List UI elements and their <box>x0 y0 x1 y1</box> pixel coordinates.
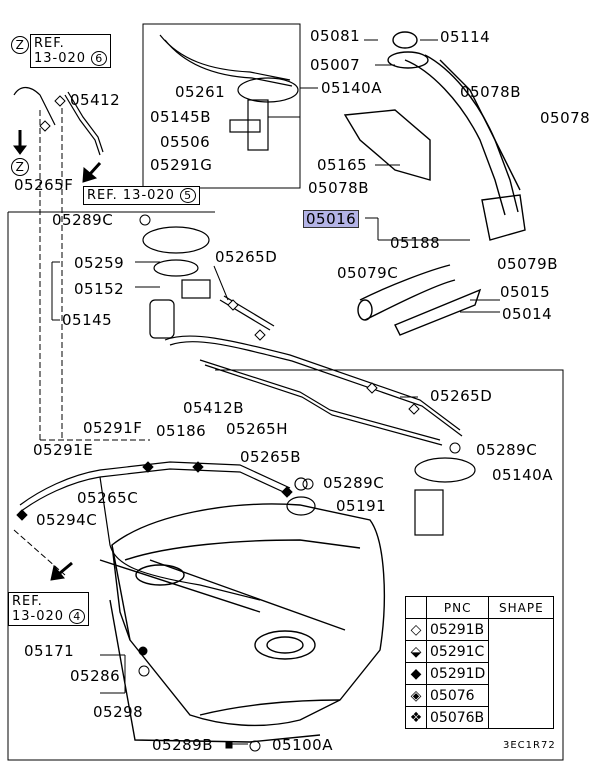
ref-box-mid: REF. 13-020 5 <box>83 186 201 205</box>
part-label-05412B: 05412B <box>183 399 245 417</box>
part-label-05294C: 05294C <box>36 511 98 529</box>
ref-mid-num: 5 <box>180 188 197 203</box>
part-label-05079B: 05079B <box>497 255 559 273</box>
legend-pnc: 05291C <box>425 640 490 663</box>
legend-pnc: 05291B <box>425 618 490 641</box>
part-label-05289C-1: 05289C <box>52 211 114 229</box>
part-label-05286: 05286 <box>70 667 121 685</box>
part-label-05259: 05259 <box>74 254 125 272</box>
part-label-05291E: 05291E <box>33 441 94 459</box>
diagram-code: 3EC1R72 <box>503 740 556 751</box>
part-label-05016-highlighted[interactable]: 05016 <box>303 210 360 228</box>
part-label-05265B: 05265B <box>240 448 302 466</box>
part-label-05289C-3: 05289C <box>323 474 385 492</box>
part-label-05298: 05298 <box>93 703 144 721</box>
part-label-05289C-2: 05289C <box>476 441 538 459</box>
ref-top-left-line2: 13-020 <box>34 51 87 66</box>
part-label-05186: 05186 <box>156 422 207 440</box>
part-label-05152: 05152 <box>74 280 125 298</box>
part-label-05291G: 05291G <box>150 156 213 174</box>
part-label-05078B-mid: 05078B <box>308 179 370 197</box>
legend-pnc: 05076B <box>425 706 490 729</box>
legend-symbol: ❖ <box>405 706 427 729</box>
ref-mid-text: REF. 13-020 <box>87 188 175 203</box>
ref-top-left-num: 6 <box>91 51 108 66</box>
part-label-05145B: 05145B <box>150 108 212 126</box>
part-label-05265D-2: 05265D <box>430 387 493 405</box>
legend-symbol: ◈ <box>405 684 427 707</box>
part-label-05265F: 05265F <box>14 176 74 194</box>
legend-header-shape: SHAPE <box>488 596 555 619</box>
legend-symbol: ◆ <box>405 662 427 685</box>
ref-bottom-left-line1: REF. <box>12 594 43 609</box>
part-label-05145: 05145 <box>62 311 113 329</box>
part-label-05007: 05007 <box>310 56 361 74</box>
ref-bottom-left-line2: 13-020 <box>12 609 65 624</box>
part-label-05140A-top: 05140A <box>321 79 382 97</box>
legend-header-symbol <box>405 596 427 619</box>
part-label-05265D-1: 05265D <box>215 248 278 266</box>
part-label-05261: 05261 <box>175 83 226 101</box>
part-label-05100A: 05100A <box>272 736 333 754</box>
ref-bottom-left-num: 4 <box>69 609 86 624</box>
ref-box-top-left: REF. 13-020 6 <box>30 34 112 68</box>
part-label-05078B-top: 05078B <box>460 83 522 101</box>
part-label-05188: 05188 <box>390 234 441 252</box>
part-label-05265H: 05265H <box>226 420 288 438</box>
z-marker-top: Z <box>11 36 29 54</box>
legend-symbol: ◇ <box>405 618 427 641</box>
part-label-05015: 05015 <box>500 283 551 301</box>
part-label-05079C: 05079C <box>337 264 399 282</box>
ref-box-bottom-left: REF. 13-020 4 <box>8 592 90 626</box>
legend-pnc: 05291D <box>425 662 490 685</box>
legend-table: PNC SHAPE ◇ 05291B ⬙ 05291C ◆ 05291D ◈ 0… <box>405 596 555 729</box>
part-label-05506: 05506 <box>160 133 211 151</box>
ref-top-left-line1: REF. <box>34 36 65 51</box>
z-marker-mid: Z <box>11 158 29 176</box>
part-label-05078: 05078 <box>540 109 591 127</box>
part-label-05412: 05412 <box>70 91 121 109</box>
part-label-05191: 05191 <box>336 497 387 515</box>
part-label-05014: 05014 <box>502 305 553 323</box>
legend-shape-cell <box>488 618 555 729</box>
part-label-05114: 05114 <box>440 28 491 46</box>
legend-symbol: ⬙ <box>405 640 427 663</box>
part-label-05165: 05165 <box>317 156 368 174</box>
legend-pnc: 05076 <box>425 684 490 707</box>
part-label-05265C: 05265C <box>77 489 139 507</box>
part-label-05289B: 05289B <box>152 736 214 754</box>
part-label-05291F: 05291F <box>83 419 143 437</box>
part-label-05081: 05081 <box>310 27 361 45</box>
part-label-05140A-mid: 05140A <box>492 466 553 484</box>
part-label-05171: 05171 <box>24 642 75 660</box>
legend-header-pnc: PNC <box>425 596 490 619</box>
